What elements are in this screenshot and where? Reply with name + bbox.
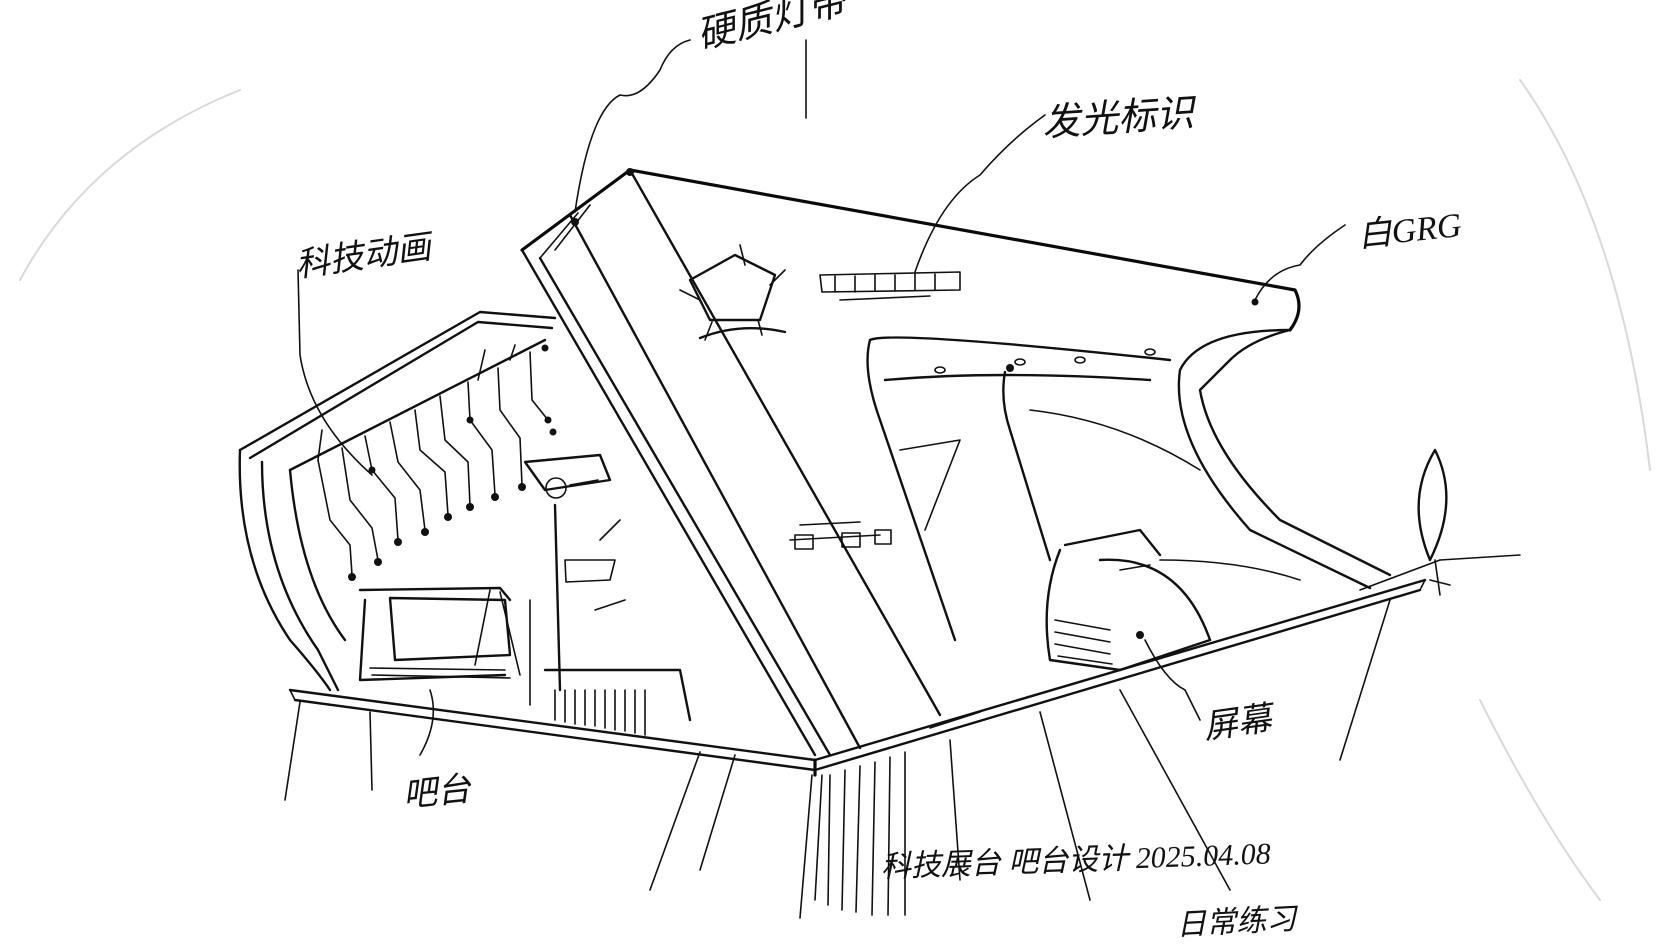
screen-stand <box>1045 528 1301 672</box>
leaf-decor <box>1417 448 1521 596</box>
floor-platform <box>288 559 1441 777</box>
annotation-logo-wall: 发光标识 <box>1040 92 1196 145</box>
pillar-box <box>520 168 1301 757</box>
right-arch <box>866 298 1392 642</box>
annotation-bar-counter: 吧台 <box>401 770 473 815</box>
inner-panel <box>523 453 692 736</box>
leader-lines <box>297 39 1346 756</box>
signature-line-2: 日常练习 <box>1175 902 1298 942</box>
base-hatching <box>284 599 1391 919</box>
paper-edge-marks <box>19 79 1651 901</box>
circuit-wall <box>238 310 557 692</box>
bar-counter-drawing <box>358 586 531 706</box>
annotation-display-screen: 屏幕 <box>1201 700 1274 747</box>
